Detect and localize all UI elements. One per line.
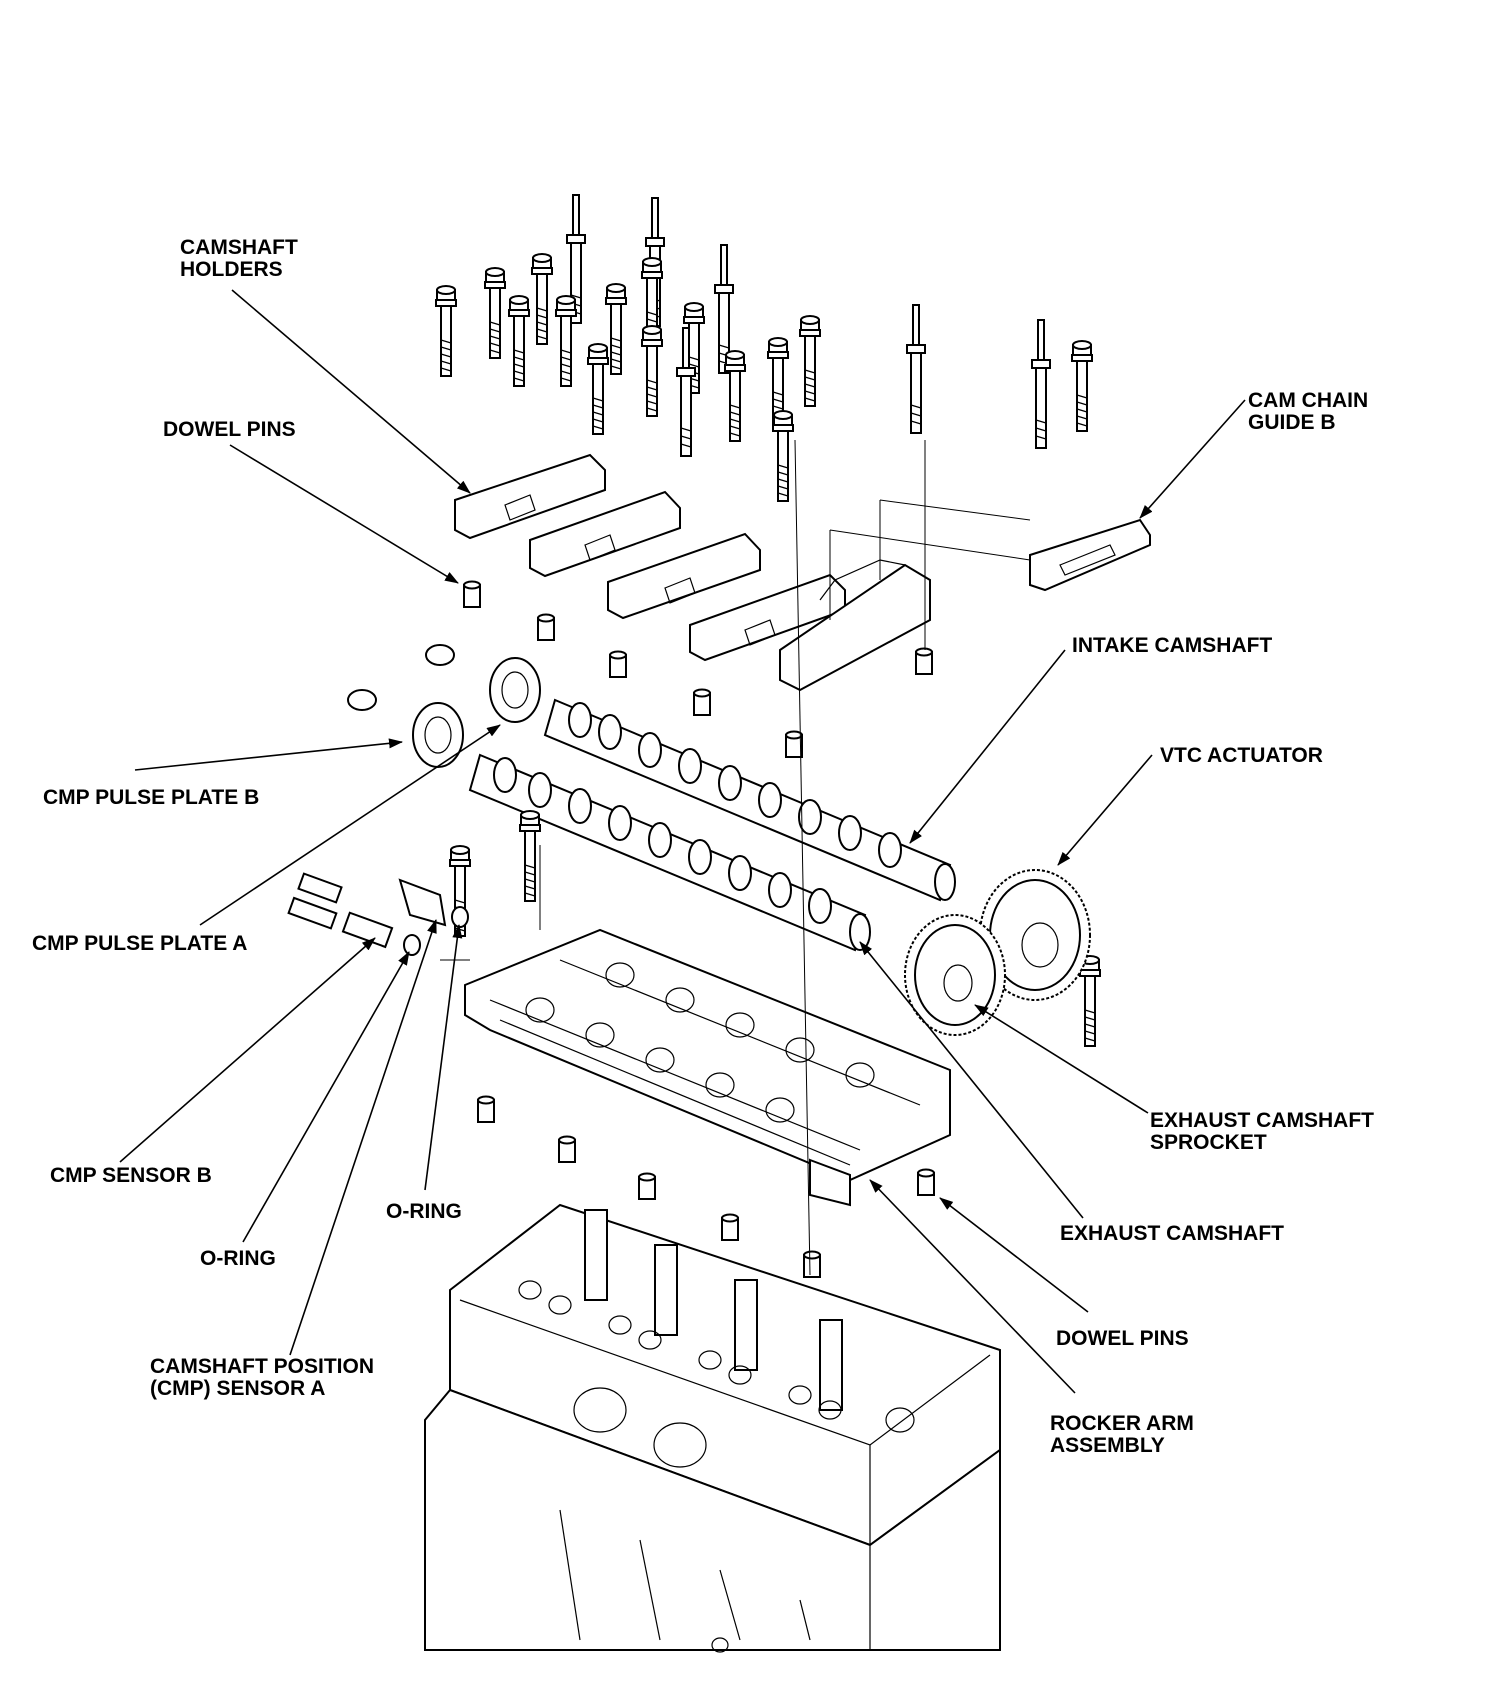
label-exhaust-camshaft-sprocket: EXHAUST CAMSHAFT SPROCKET bbox=[1150, 1109, 1380, 1154]
cam-chain-guide-b bbox=[829, 499, 1151, 620]
label-rocker-arm-assembly: ROCKER ARM ASSEMBLY bbox=[1050, 1412, 1200, 1457]
label-cmp-pulse-plate-b: CMP PULSE PLATE B bbox=[43, 786, 259, 809]
o-rings bbox=[403, 906, 469, 956]
label-dowel-pins-top: DOWEL PINS bbox=[163, 418, 296, 441]
cylinder-head bbox=[449, 1203, 1001, 1547]
label-camshaft-holders: CAMSHAFT HOLDERS bbox=[180, 236, 304, 281]
label-o-ring-right: O-RING bbox=[386, 1200, 462, 1223]
label-intake-camshaft: INTAKE CAMSHAFT bbox=[1072, 634, 1272, 657]
label-exhaust-camshaft: EXHAUST CAMSHAFT bbox=[1060, 1222, 1284, 1245]
cmp-sensors bbox=[287, 810, 541, 949]
label-o-ring-left: O-RING bbox=[200, 1247, 276, 1270]
label-cam-chain-guide-b: CAM CHAIN GUIDE B bbox=[1248, 389, 1374, 434]
alignment-lines bbox=[440, 439, 926, 1276]
cmp-pulse-plates bbox=[347, 644, 541, 768]
label-cmp-pulse-plate-a: CMP PULSE PLATE A bbox=[32, 932, 247, 955]
exhaust-camshaft bbox=[468, 753, 871, 952]
engine-block bbox=[424, 1388, 1001, 1653]
label-cmp-sensor-b: CMP SENSOR B bbox=[50, 1164, 212, 1187]
camshaft-holders bbox=[454, 453, 931, 692]
label-dowel-pins-bottom: DOWEL PINS bbox=[1056, 1327, 1189, 1350]
vtc-actuator bbox=[979, 869, 1091, 1001]
rocker-arm-assembly bbox=[464, 928, 951, 1207]
label-cmp-sensor-a: CAMSHAFT POSITION (CMP) SENSOR A bbox=[150, 1355, 380, 1400]
exhaust-camshaft-sprocket bbox=[904, 914, 1006, 1036]
leader-lines bbox=[119, 289, 1246, 1394]
intake-camshaft bbox=[543, 698, 956, 902]
label-vtc-actuator: VTC ACTUATOR bbox=[1160, 744, 1323, 767]
